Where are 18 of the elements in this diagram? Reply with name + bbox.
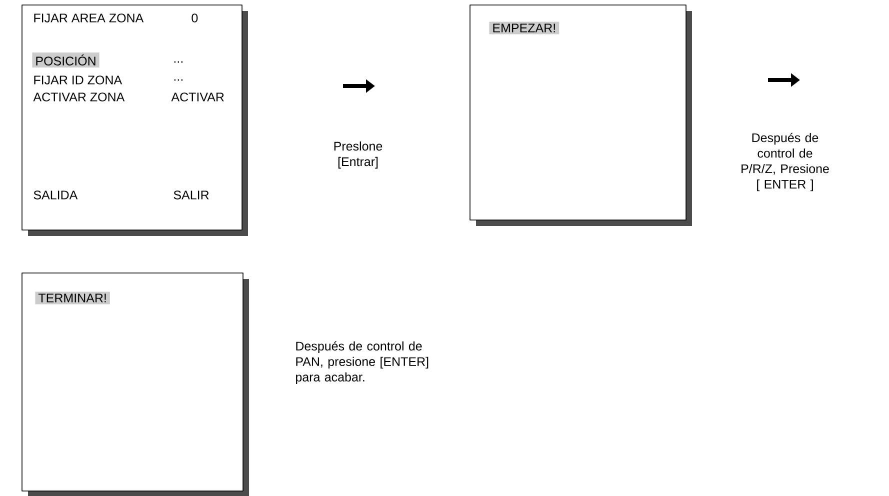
menu-text: SALIDA: [34, 190, 78, 200]
menu-text: ACTIVAR: [171, 92, 224, 102]
instruction-text: Después de control de PAN, presione [ENTER] para acabar.: [296, 341, 428, 384]
menu-text: FIJAR AREA ZONA: [34, 14, 144, 22]
highlighted-menu-item: TERMINAR!: [35, 292, 110, 304]
menu-text: ACTIVAR ZONA: [33, 92, 125, 102]
highlighted-menu-item: POSICIÓN: [32, 52, 100, 68]
screen-box: [470, 4, 692, 226]
menu-text: ...: [174, 79, 182, 81]
menu-text: FIJAR ID ZONA: [34, 76, 122, 84]
menu-text: ...: [174, 61, 182, 63]
instruction-text: Preslone [Entrar]: [334, 141, 382, 169]
instruction-text: Después de control de P/R/Z, Presione [ ENTER ]: [742, 132, 829, 192]
menu-text: 0: [192, 14, 198, 22]
screen-box: [22, 4, 248, 236]
screen-box: [22, 272, 249, 496]
menu-text: SALIR: [174, 190, 209, 200]
highlighted-menu-item: EMPEZAR!: [489, 22, 560, 34]
